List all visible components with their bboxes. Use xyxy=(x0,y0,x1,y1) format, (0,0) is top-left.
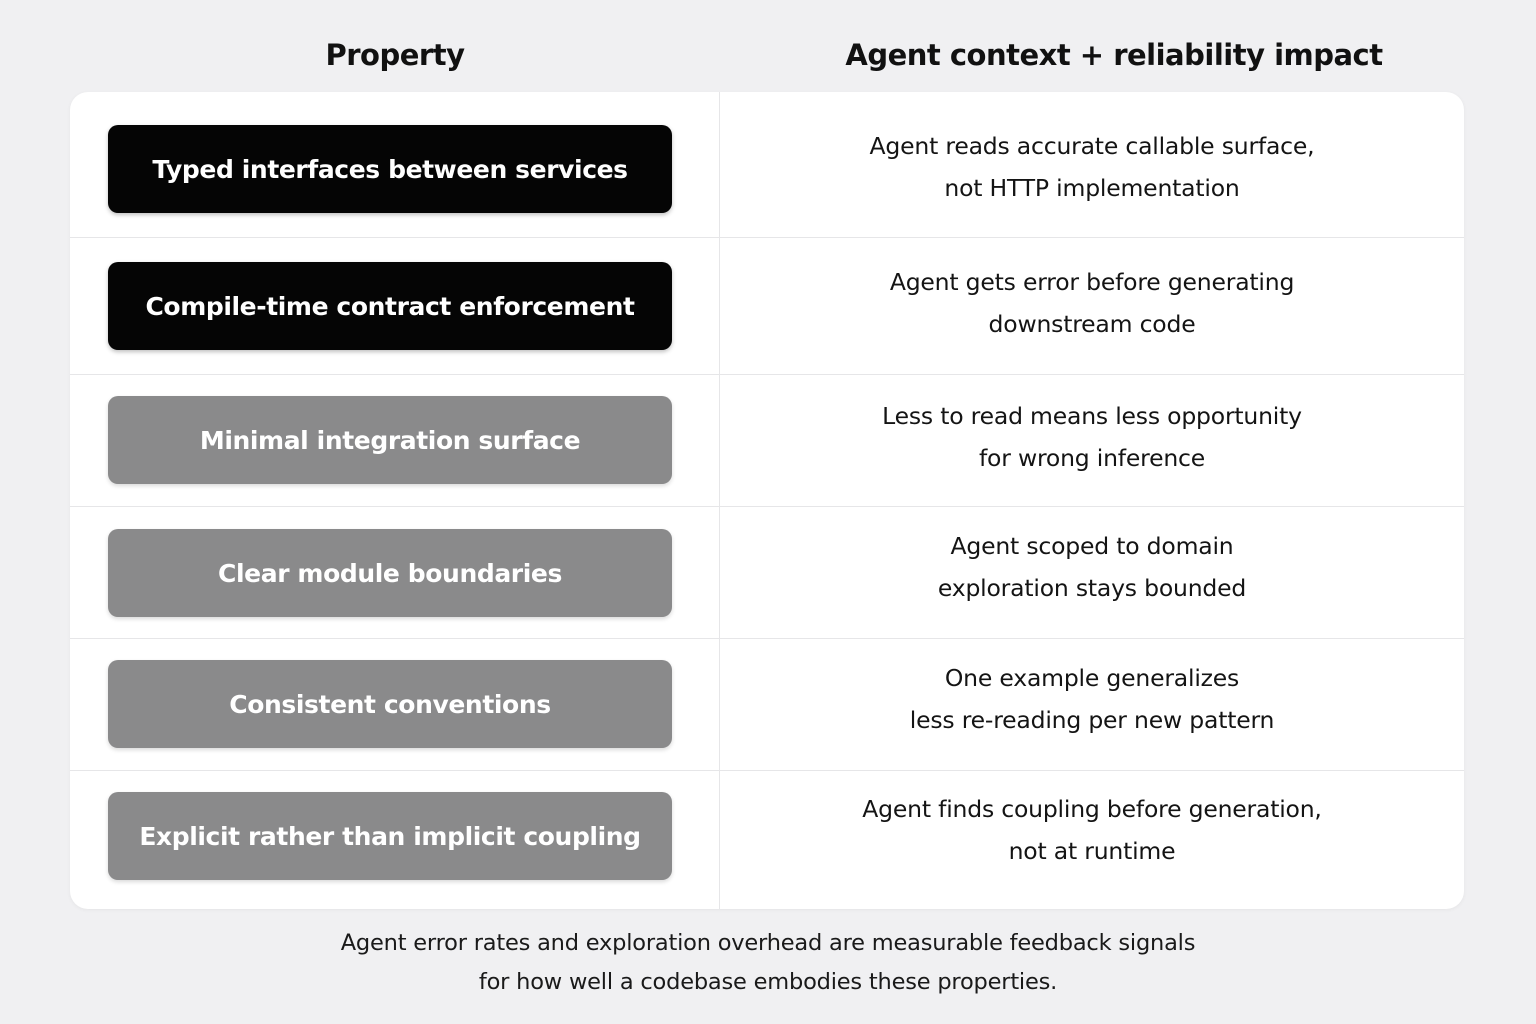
impact-line: downstream code xyxy=(988,310,1196,338)
property-pill: Consistent conventions xyxy=(108,660,672,748)
impact-text: Agent scoped to domain exploration stays… xyxy=(720,525,1464,609)
footer-line: for how well a codebase embodies these p… xyxy=(478,969,1058,995)
impact-line: Agent gets error before generating xyxy=(889,268,1295,296)
properties-table: Typed interfaces between services Agent … xyxy=(70,92,1464,909)
impact-line: Less to read means less opportunity xyxy=(882,402,1302,430)
property-pill: Typed interfaces between services xyxy=(108,125,672,213)
table-row: Typed interfaces between services Agent … xyxy=(70,92,1464,238)
impact-line: One example generalizes xyxy=(944,664,1240,692)
impact-text: Less to read means less opportunity for … xyxy=(720,395,1464,479)
impact-line: Agent reads accurate callable surface, xyxy=(869,132,1315,160)
table-row: Compile-time contract enforcement Agent … xyxy=(70,238,1464,375)
impact-line: for wrong inference xyxy=(978,444,1206,472)
table-row: Consistent conventions One example gener… xyxy=(70,639,1464,771)
footer-line: Agent error rates and exploration overhe… xyxy=(340,930,1196,956)
property-column-header: Property xyxy=(325,38,465,72)
impact-line: exploration stays bounded xyxy=(937,574,1247,602)
impact-text: Agent finds coupling before generation, … xyxy=(720,788,1464,872)
impact-column-header: Agent context + reliability impact xyxy=(845,38,1383,72)
property-pill: Minimal integration surface xyxy=(108,396,672,484)
impact-text: Agent reads accurate callable surface, n… xyxy=(720,125,1464,209)
property-pill: Clear module boundaries xyxy=(108,529,672,617)
table-row: Explicit rather than implicit coupling A… xyxy=(70,771,1464,909)
footer-note: Agent error rates and exploration overhe… xyxy=(0,924,1536,1002)
impact-line: less re-reading per new pattern xyxy=(909,706,1275,734)
impact-line: not at runtime xyxy=(1008,837,1176,865)
impact-line: Agent scoped to domain xyxy=(950,532,1234,560)
impact-line: not HTTP implementation xyxy=(944,174,1240,202)
column-divider xyxy=(719,92,720,909)
property-pill: Compile-time contract enforcement xyxy=(108,262,672,350)
impact-text: One example generalizes less re-reading … xyxy=(720,657,1464,741)
table-row: Minimal integration surface Less to read… xyxy=(70,375,1464,507)
table-row: Clear module boundaries Agent scoped to … xyxy=(70,507,1464,639)
property-pill: Explicit rather than implicit coupling xyxy=(108,792,672,880)
impact-text: Agent gets error before generating downs… xyxy=(720,261,1464,345)
impact-line: Agent finds coupling before generation, xyxy=(862,795,1322,823)
